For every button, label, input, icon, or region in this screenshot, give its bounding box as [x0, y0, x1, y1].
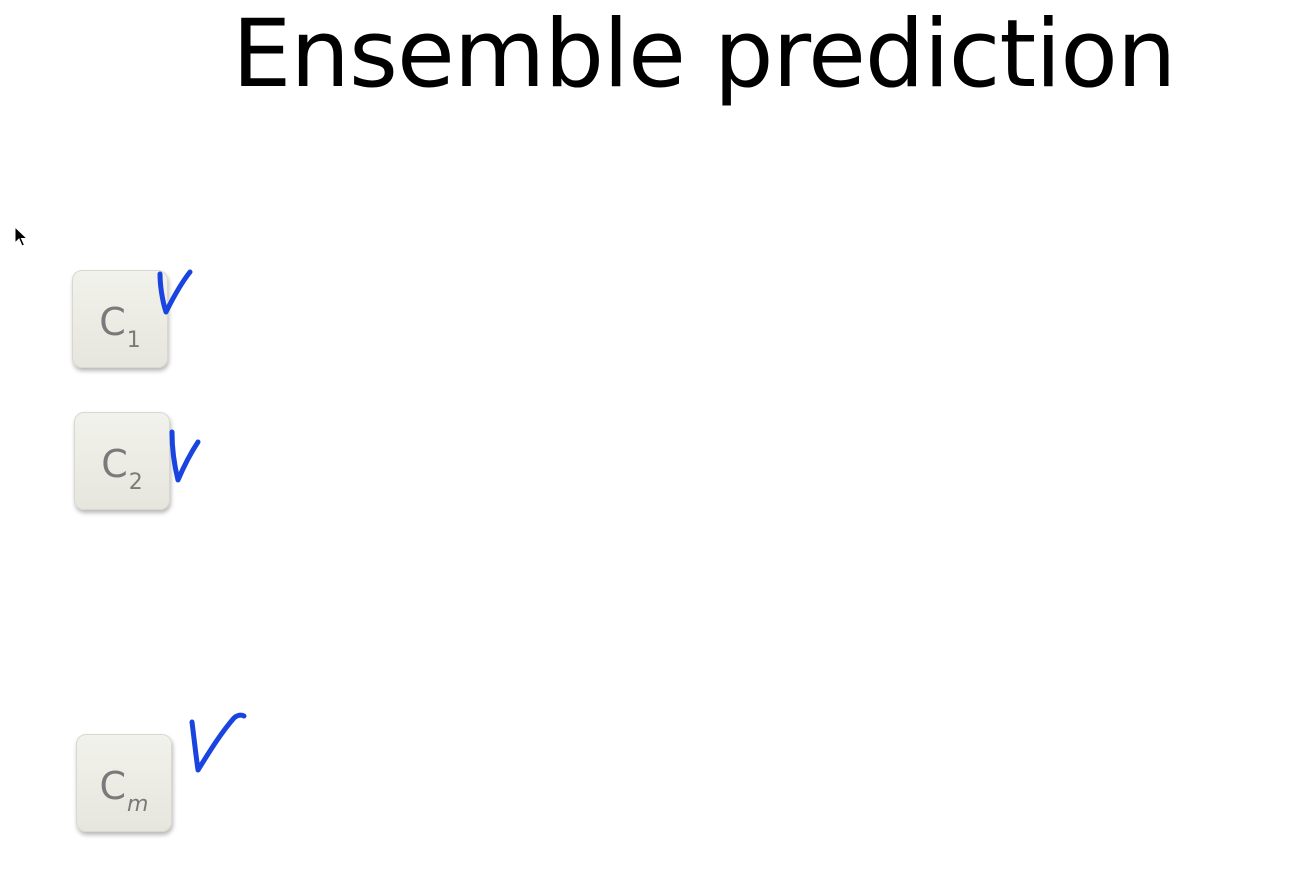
classifier-letter: C [101, 442, 128, 486]
classifier-subscript: 2 [128, 470, 143, 495]
classifier-subscript: 1 [126, 328, 141, 353]
classifier-letter: C [99, 300, 126, 344]
check-mark-icon [164, 426, 208, 486]
classifier-label-cm: Cm [99, 761, 149, 816]
classifier-letter: C [99, 764, 127, 808]
classifier-label-c1: C1 [99, 297, 141, 352]
classifier-box-c1: C1 [72, 270, 168, 368]
slide-title: Ensemble prediction [232, 0, 1176, 109]
classifier-box-c2: C2 [74, 412, 170, 510]
classifier-label-c2: C2 [101, 439, 143, 494]
check-mark-icon [152, 266, 200, 320]
check-mark-icon [184, 708, 250, 778]
classifier-subscript: m [127, 792, 149, 817]
mouse-pointer-icon [14, 226, 28, 247]
classifier-box-cm: Cm [76, 734, 172, 832]
